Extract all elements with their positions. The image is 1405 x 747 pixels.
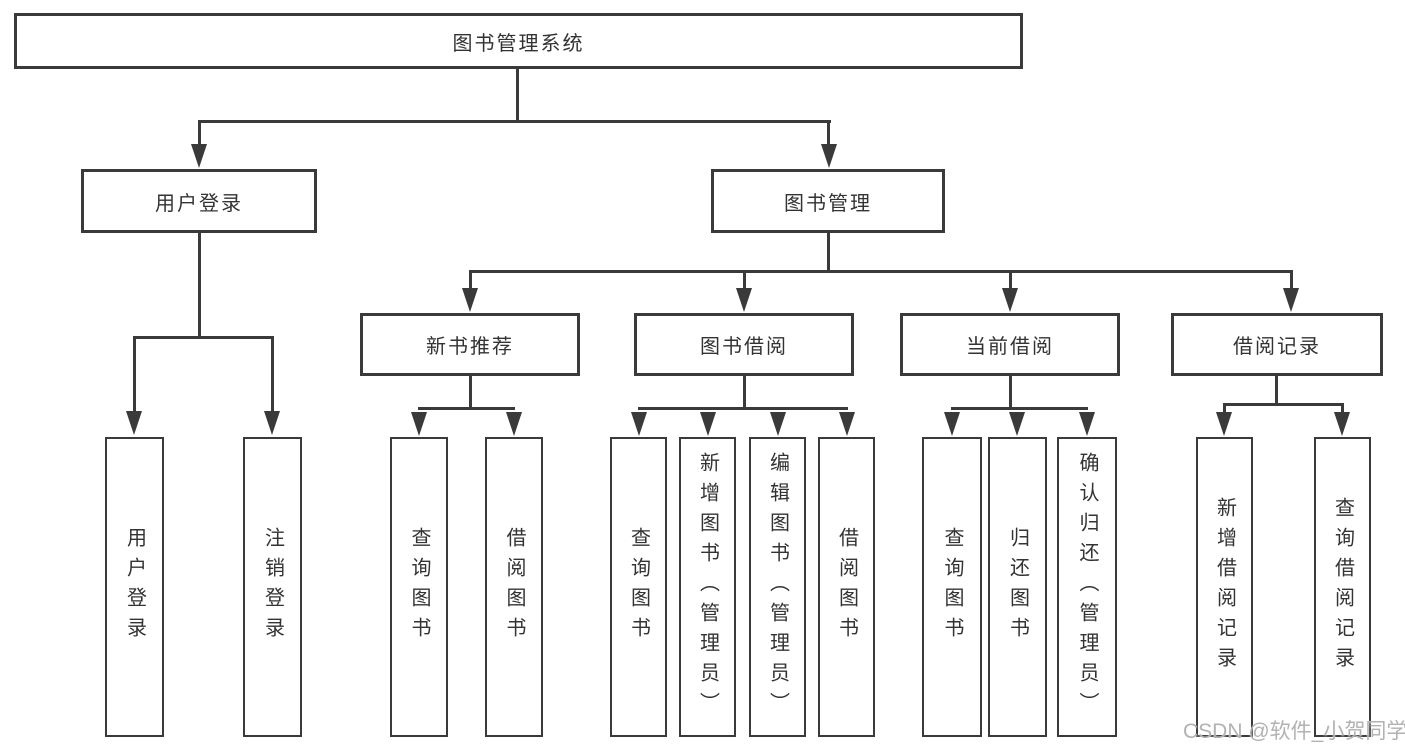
node-borrowing-records: 借阅记录 [1171,313,1383,376]
arrow-down-icon [736,288,752,312]
leaf-logout: 注销登录 [243,437,302,737]
leaf-label: 借阅图书 [835,527,858,647]
arrow-down-icon [411,412,427,436]
node-library-management-system: 图书管理系统 [14,13,1023,69]
node-book-management: 图书管理 [711,169,945,233]
connector-line [827,233,830,270]
node-label: 借阅记录 [1233,336,1321,358]
leaf-label: 归还图书 [1006,527,1029,647]
node-label: 图书管理系统 [452,32,585,55]
connector-line [133,336,274,339]
node-label: 当前借阅 [966,336,1054,358]
leaf-borrow-books: 借阅图书 [818,437,875,737]
arrow-down-icon [821,144,837,168]
leaf-return-books: 归还图书 [988,437,1047,737]
node-user-login: 用户登录 [81,169,317,233]
leaf-user-login: 用户登录 [105,437,164,737]
connector-line [827,120,830,146]
arrow-down-icon [264,411,280,435]
connector-line [743,270,746,290]
connector-line [418,407,515,410]
arrow-down-icon [126,411,142,435]
watermark: CSDN @软件_小贺同学 [1183,720,1405,743]
leaf-query-borrow-record: 查询借阅记录 [1314,437,1371,737]
leaf-label: 确认归还（管理员） [1076,452,1098,722]
connector-line [271,336,274,413]
leaf-add-borrow-record: 新增借阅记录 [1196,437,1253,737]
leaf-edit-books-admin: 编辑图书（管理员） [749,437,806,737]
node-current-borrowing: 当前借阅 [900,313,1120,376]
arrow-down-icon [944,412,960,436]
leaf-label: 注销登录 [261,527,284,647]
connector-line [1223,403,1343,406]
arrow-down-icon [770,412,786,436]
arrow-down-icon [1079,412,1095,436]
leaf-label: 查询借阅记录 [1331,497,1354,677]
connector-line [198,120,831,123]
connector-line [743,376,746,407]
leaf-confirm-return-admin: 确认归还（管理员） [1057,437,1117,737]
leaf-query-books: 查询图书 [922,437,982,737]
node-label: 新书推荐 [426,336,514,358]
connector-line [198,233,201,336]
connector-line [1009,376,1012,407]
node-label: 图书借阅 [700,336,788,358]
connector-line [1341,403,1344,413]
leaf-label: 编辑图书（管理员） [766,452,789,722]
connector-line [198,120,201,146]
leaf-label: 新增图书（管理员） [696,452,719,722]
arrow-down-icon [700,412,716,436]
leaf-label: 用户登录 [123,527,146,647]
leaf-label: 查询图书 [627,527,650,647]
arrow-down-icon [1002,288,1018,312]
leaf-borrow-books: 借阅图书 [485,437,543,737]
arrow-down-icon [462,288,478,312]
connector-line [1275,376,1278,403]
connector-line [1223,403,1226,413]
node-label: 用户登录 [155,192,243,215]
node-new-book-recommendation: 新书推荐 [360,313,580,376]
arrow-down-icon [506,412,522,436]
leaf-label: 新增借阅记录 [1213,497,1236,677]
connector-line [469,270,1292,273]
connector-line [133,336,136,413]
leaf-label: 查询图书 [941,527,963,647]
arrow-down-icon [1009,412,1025,436]
connector-line [1009,270,1012,290]
connector-line [951,407,1088,410]
connector-line [469,376,472,407]
arrow-down-icon [1216,412,1232,436]
arrow-down-icon [839,412,855,436]
arrow-down-icon [191,144,207,168]
connector-line [469,270,472,290]
leaf-query-books: 查询图书 [610,437,667,737]
leaf-query-books: 查询图书 [390,437,448,737]
connector-line [1290,270,1293,290]
leaf-add-books-admin: 新增图书（管理员） [679,437,736,737]
leaf-label: 查询图书 [408,527,430,647]
arrow-down-icon [1334,412,1350,436]
arrow-down-icon [631,412,647,436]
leaf-label: 借阅图书 [503,527,525,647]
arrow-down-icon [1283,288,1299,312]
node-book-borrowing: 图书借阅 [634,313,854,376]
connector-line [638,407,848,410]
node-label: 图书管理 [784,192,872,215]
connector-line [516,69,519,120]
